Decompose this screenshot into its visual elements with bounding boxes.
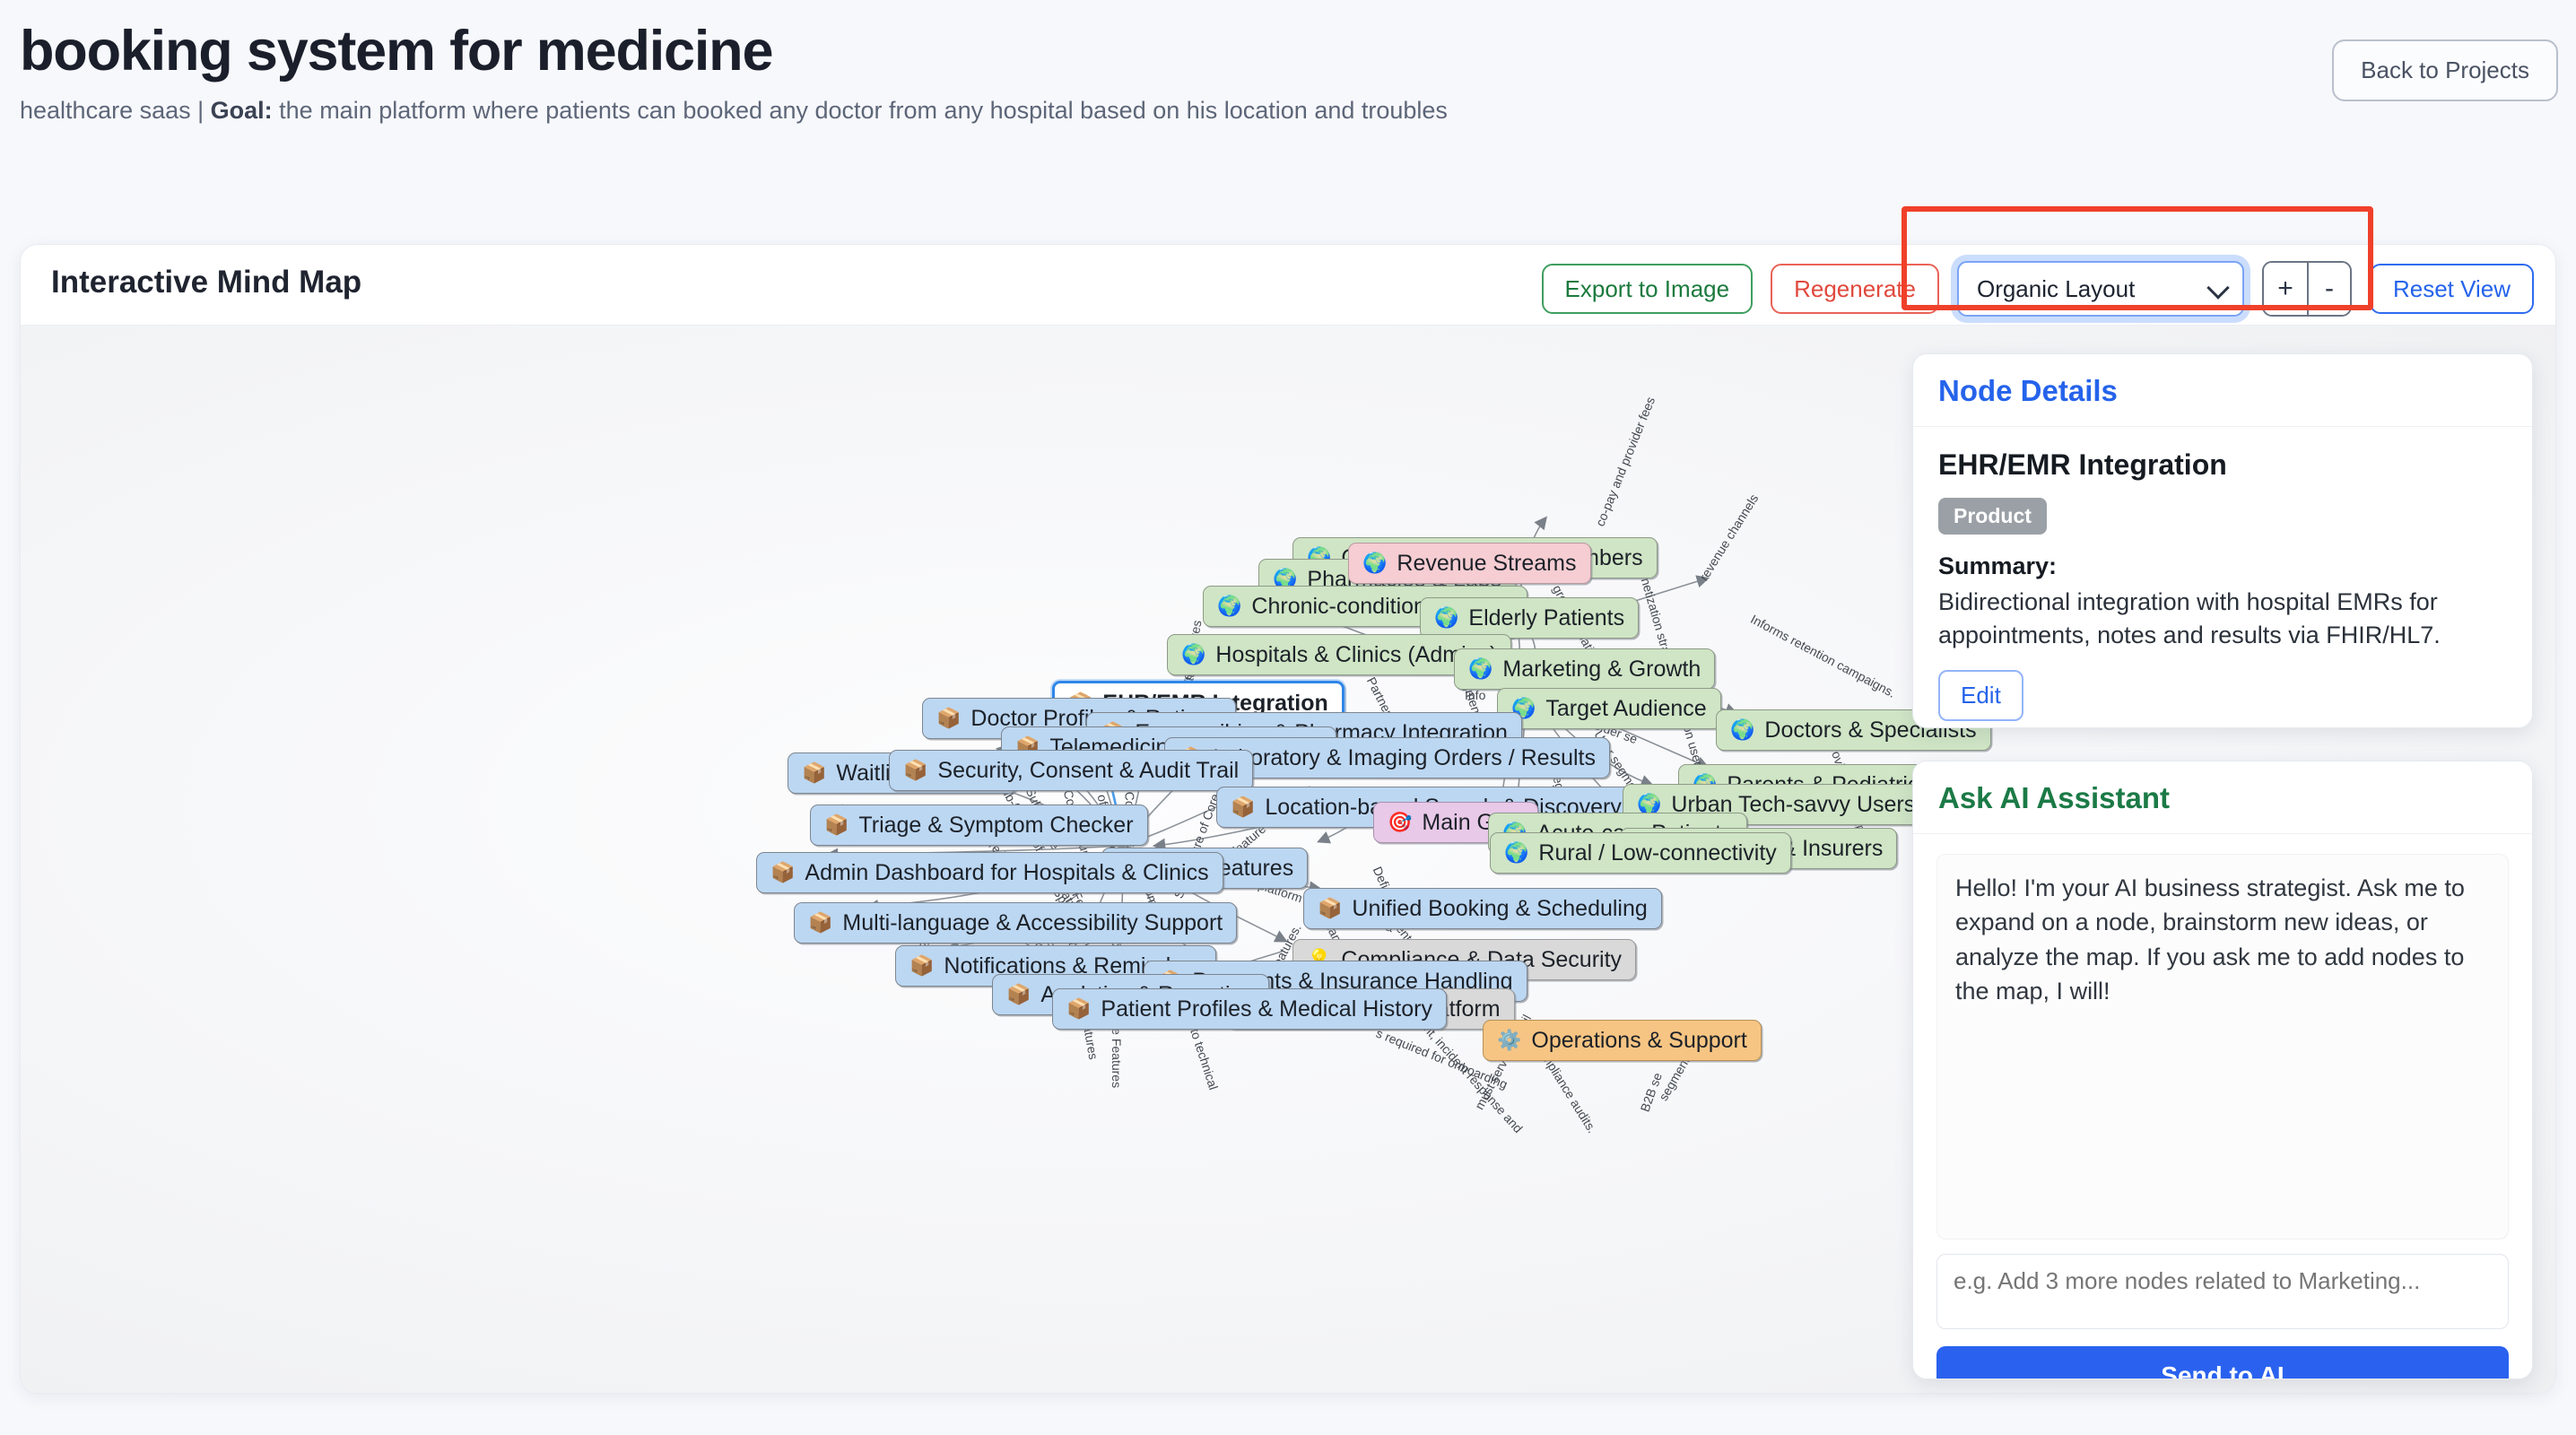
export-to-image-button[interactable]: Export to Image (1541, 264, 1754, 314)
zoom-controls: + - (2261, 261, 2352, 317)
mind-map-header: Interactive Mind Map Export to Image Reg… (21, 245, 2555, 326)
node-label: Operations & Support (1531, 1028, 1747, 1053)
mind-map-node[interactable]: 📦 Patient Profiles & Medical History (1052, 988, 1447, 1030)
node-type-icon: 🌍 (1434, 606, 1459, 629)
node-label: Patient Profiles & Medical History (1101, 996, 1432, 1022)
node-type-icon: 🌍 (1181, 643, 1206, 665)
node-label: Marketing & Growth (1502, 657, 1701, 682)
node-type-icon: 🌍 (1504, 841, 1529, 864)
node-label: Laboratory & Imaging Orders / Results (1213, 745, 1596, 770)
page-title: booking system for medicine (20, 20, 773, 83)
node-label: Multi-language & Accessibility Support (842, 910, 1223, 935)
reset-view-button[interactable]: Reset View (2369, 264, 2534, 314)
mind-map-node[interactable]: 🌍Target Audience (1497, 688, 1721, 729)
ask-ai-title: Ask AI Assistant (1913, 761, 2532, 834)
node-details-panel: Node Details EHR/EMR Integration Product… (1912, 353, 2533, 728)
layout-select-value: Organic Layout (1976, 274, 2136, 302)
mind-map-node[interactable]: 📦 Triage & Symptom Checker (810, 804, 1148, 846)
mind-map-node[interactable]: 📦 Security, Consent & Audit Trail (889, 750, 1254, 791)
node-label: Unified Booking & Scheduling (1352, 896, 1648, 921)
chevron-down-icon (2206, 276, 2230, 300)
layout-select[interactable]: Organic Layout (1956, 261, 2244, 317)
node-details-node-title: EHR/EMR Integration (1938, 448, 2227, 481)
mind-map-node[interactable]: 🌍 Rural / Low-connectivity (1490, 832, 1791, 874)
node-type-icon: ⚙️ (1497, 1029, 1522, 1051)
mind-map-node[interactable]: 🌍 Elderly Patients (1420, 597, 1640, 639)
node-label: Rural / Low-connectivity (1538, 840, 1777, 865)
node-type-icon: 🌍 (1730, 718, 1755, 741)
edit-button[interactable]: Edit (1938, 669, 2023, 721)
back-to-projects-button[interactable]: Back to Projects (2332, 39, 2558, 101)
node-type-icon: 📦 (903, 759, 928, 781)
node-type-icon: 🌍 (1362, 552, 1388, 574)
node-type-icon: 🌍 (1273, 568, 1298, 590)
subtitle-goal-label: Goal: (210, 97, 273, 125)
node-label: Elderly Patients (1468, 605, 1625, 631)
node-label: Admin Dashboard for Hospitals & Clinics (805, 860, 1209, 885)
node-type-icon: 📦 (808, 911, 833, 934)
mind-map-toolbar: Export to Image Regenerate Organic Layou… (1541, 261, 2534, 317)
regenerate-button[interactable]: Regenerate (1771, 264, 1939, 314)
node-details-title: Node Details (1913, 354, 2532, 427)
node-label: Target Audience (1545, 696, 1707, 721)
subtitle-category: healthcare saas | (20, 97, 211, 125)
edge-label: Info (1465, 688, 1486, 702)
node-label: Triage & Symptom Checker (858, 813, 1134, 838)
node-type-icon: 🌍 (1468, 657, 1493, 680)
zoom-out-button[interactable]: - (2306, 263, 2350, 315)
mind-map-node[interactable]: 🌍 Marketing & Growth (1454, 648, 1716, 690)
ai-chat-log: Hello! I'm your AI business strategist. … (1936, 854, 2509, 1239)
page-header: booking system for medicine healthcare s… (20, 22, 2558, 128)
summary-label: Summary: (1938, 552, 2058, 579)
send-to-ai-button[interactable]: Send to AI (1936, 1346, 2509, 1378)
page-subtitle: healthcare saas | Goal: the main platfor… (20, 93, 1661, 128)
node-type-icon: 📦 (936, 707, 962, 729)
node-label: Hospitals & Clinics (Admins) (1215, 642, 1498, 667)
status-badge: Product (1938, 498, 2047, 535)
node-type-icon: 🌍 (1637, 793, 1662, 815)
ai-prompt-input[interactable] (1936, 1254, 2509, 1329)
mind-map-title: Interactive Mind Map (51, 265, 362, 300)
summary-text: Bidirectional integration with hospital … (1938, 588, 2441, 648)
mind-map-node[interactable]: 🌍 Revenue Streams (1348, 543, 1591, 584)
node-type-icon: 📦 (1318, 897, 1343, 919)
node-type-icon: 📦 (802, 761, 827, 784)
node-type-icon: 📦 (1066, 997, 1092, 1020)
zoom-in-button[interactable]: + (2263, 263, 2307, 315)
ask-ai-panel: Ask AI Assistant Hello! I'm your AI busi… (1912, 761, 2533, 1379)
node-type-icon: 🎯 (1388, 811, 1413, 833)
node-type-icon: 📦 (1006, 983, 1031, 1005)
node-type-icon: 📦 (1231, 796, 1256, 818)
node-label: Security, Consent & Audit Trail (937, 758, 1240, 783)
mind-map-node[interactable]: 📦 Unified Booking & Scheduling (1303, 888, 1662, 929)
node-type-icon: 📦 (909, 954, 935, 977)
subtitle-goal-text: the main platform where patients can boo… (272, 97, 1448, 125)
node-type-icon: 🌍 (1217, 595, 1242, 617)
mind-map-node[interactable]: ⚙️ Operations & Support (1483, 1020, 1762, 1061)
node-label: Revenue Streams (1397, 551, 1577, 576)
node-details-body: EHR/EMR Integration Product Summary: Bid… (1913, 427, 2532, 721)
mind-map-node[interactable]: 📦 Multi-language & Accessibility Support (794, 902, 1238, 944)
node-type-icon: 📦 (824, 813, 849, 836)
mind-map-node[interactable]: 📦 Admin Dashboard for Hospitals & Clinics (756, 852, 1223, 893)
node-type-icon: 📦 (770, 861, 796, 883)
